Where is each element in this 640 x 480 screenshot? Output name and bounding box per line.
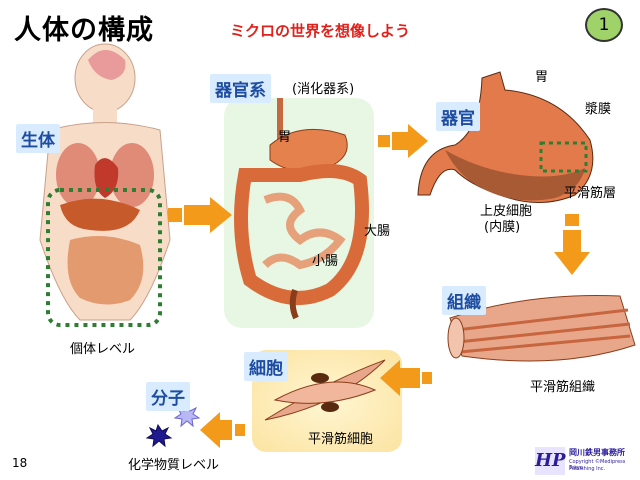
logo-line3: Publishing Inc. <box>569 466 606 472</box>
stomach-organ-figure <box>417 71 594 203</box>
human-body-figure <box>39 43 171 327</box>
arrow-organ-to-tissue <box>554 214 590 275</box>
label-stomach: 胃 <box>535 70 549 85</box>
publisher-logo: HP 岡川鉄男事務所 Copyright ©Medipress Tokyo Pu… <box>535 445 633 477</box>
label-organ: 器官 <box>436 102 480 131</box>
caption-tissue: 平滑筋組織 <box>530 380 596 395</box>
label-smooth-muscle-layer: 平滑筋層 <box>564 186 617 201</box>
smooth-muscle-cell-figure <box>264 359 386 421</box>
smooth-muscle-tissue-figure <box>447 294 636 362</box>
logo-line2: Copyright ©Medipress Tokyo <box>569 459 626 471</box>
label-epithelium: 上皮細胞 <box>480 204 533 219</box>
digestive-system-figure <box>234 98 369 320</box>
label-organ-system-sub: (消化器系) <box>292 82 355 97</box>
arrow-tissue-to-cell <box>380 360 432 396</box>
page-number: 18 <box>12 456 28 470</box>
label-large-intestine: 大腸 <box>364 224 391 239</box>
label-organ-system: 器官系 <box>210 74 271 103</box>
molecule-figure <box>145 403 201 448</box>
arrow-body-to-system <box>168 197 232 233</box>
logo-mark: HP <box>535 447 566 475</box>
caption-molecule: 化学物質レベル <box>128 458 220 473</box>
arrow-system-to-organ <box>378 124 428 158</box>
label-body: 生体 <box>16 124 60 153</box>
label-cell: 細胞 <box>244 352 288 381</box>
caption-body: 個体レベル <box>70 342 136 357</box>
label-small-intestine: 小腸 <box>312 254 339 269</box>
label-serosa: 漿膜 <box>585 102 612 117</box>
arrow-cell-to-molecule <box>200 412 245 448</box>
slide-subtitle: ミクロの世界を想像しよう <box>230 22 411 40</box>
slide-title: 人体の構成 <box>14 15 154 46</box>
page-badge: 1 <box>585 8 623 42</box>
label-tissue: 組織 <box>442 286 486 315</box>
label-mucosa: (内膜) <box>484 220 521 235</box>
label-stomach-small: 胃 <box>278 130 292 145</box>
label-molecule: 分子 <box>146 382 190 411</box>
caption-cell: 平滑筋細胞 <box>308 432 374 447</box>
logo-line1: 岡川鉄男事務所 <box>569 448 625 457</box>
